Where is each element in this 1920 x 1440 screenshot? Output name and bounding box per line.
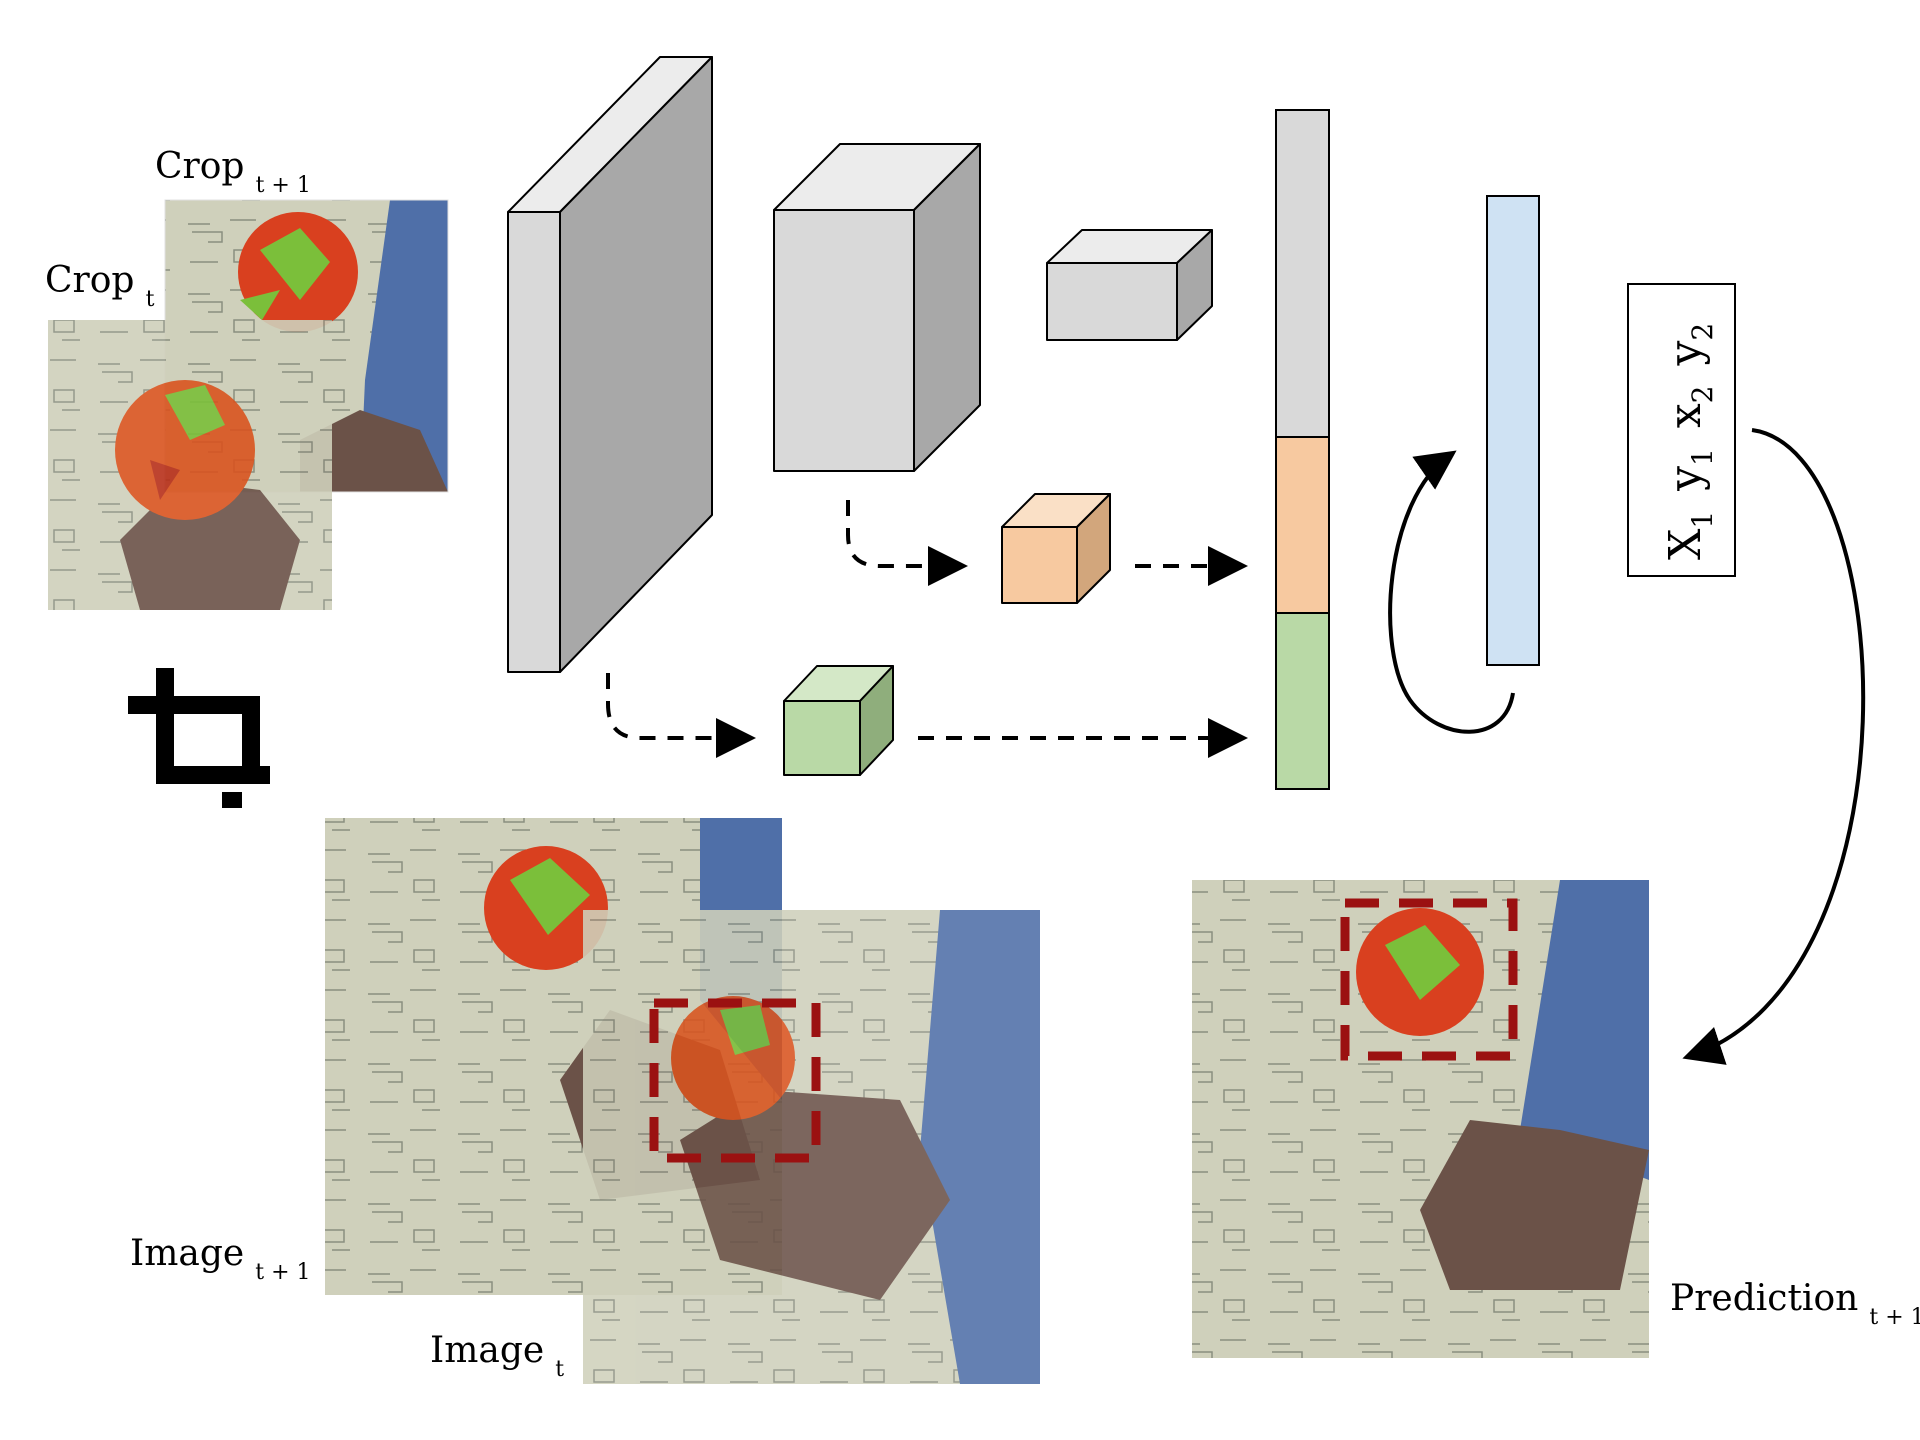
coord-term-1-sub: 1 — [1686, 511, 1719, 529]
feature-block-green — [783, 665, 894, 776]
coord-term-3-sub: 2 — [1686, 386, 1719, 404]
coord-term-4-sub: 2 — [1686, 323, 1719, 341]
label-crop-t1-sub: t + 1 — [256, 173, 311, 198]
crop-t-photo — [48, 320, 332, 610]
conv-layer-3 — [1046, 229, 1213, 341]
output-coordinates-text: X1 y1 x2 y2 — [1660, 323, 1723, 560]
image-t-photo — [583, 910, 1040, 1384]
feature-block-orange — [1001, 493, 1111, 604]
skip-arrow-conv2-to-orange — [846, 500, 968, 586]
label-prediction-t1-sub: t + 1 — [1869, 1305, 1920, 1330]
coord-term-2-var: y — [1660, 466, 1711, 492]
prediction-photo — [1192, 880, 1649, 1358]
output-to-prediction-arrow — [1682, 428, 1866, 1065]
coord-term-4-var: y — [1660, 341, 1711, 367]
coord-term-1-var: X — [1660, 528, 1711, 560]
image-t-bbox — [649, 998, 821, 1163]
concat-feature-vector — [1275, 109, 1330, 790]
label-prediction-t1-main: Prediction — [1670, 1278, 1858, 1319]
conv-layer-1 — [507, 56, 713, 673]
coord-term-2-sub: 1 — [1686, 448, 1719, 466]
label-crop-t-main: Crop — [45, 260, 134, 301]
label-prediction-t1: Prediction t + 1 — [1670, 1278, 1920, 1330]
label-crop-t-sub: t — [146, 287, 155, 312]
label-crop-t1: Crop t + 1 — [155, 146, 311, 198]
label-image-t-main: Image — [430, 1330, 544, 1371]
label-image-t: Image t — [430, 1330, 564, 1382]
label-image-t1: Image t + 1 — [130, 1233, 311, 1285]
prediction-bbox — [1340, 898, 1518, 1061]
label-crop-t: Crop t — [45, 260, 155, 312]
recurrent-loop-arrow — [1388, 450, 1515, 734]
label-image-t1-main: Image — [130, 1233, 244, 1274]
label-image-t1-sub: t + 1 — [255, 1260, 310, 1285]
coord-term-3-var: x — [1660, 403, 1711, 428]
conv-layer-2 — [773, 143, 981, 472]
lstm-layer — [1486, 195, 1540, 666]
crop-icon — [128, 668, 270, 808]
label-image-t-sub: t — [555, 1357, 564, 1382]
label-crop-t1-main: Crop — [155, 146, 244, 187]
output-coordinates-box — [1627, 283, 1736, 577]
skip-arrow-conv1-to-green — [606, 673, 756, 758]
